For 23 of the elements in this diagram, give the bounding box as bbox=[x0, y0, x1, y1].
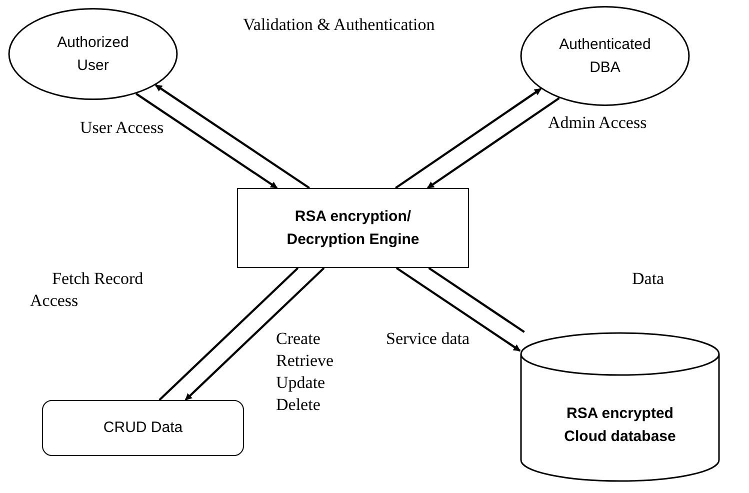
node-label: Authorized User bbox=[56, 32, 130, 76]
arrow bbox=[135, 92, 278, 189]
text-label: Validation & Authentication bbox=[243, 14, 435, 36]
arrow bbox=[394, 88, 542, 189]
data-box bbox=[42, 400, 244, 456]
actor-ellipse bbox=[520, 6, 690, 106]
arrow bbox=[184, 267, 325, 401]
arrow bbox=[426, 97, 560, 189]
text-label: Fetch Record Access bbox=[30, 268, 144, 312]
text-label: Data bbox=[632, 268, 664, 290]
arrow bbox=[154, 84, 310, 189]
text-label: User Access bbox=[80, 117, 164, 139]
node-label: RSA encrypted Cloud database bbox=[563, 404, 677, 447]
database-cylinder bbox=[520, 332, 720, 482]
text-label: Admin Access bbox=[548, 112, 647, 134]
text-label: Service data bbox=[386, 328, 470, 350]
arrow bbox=[396, 267, 521, 352]
actor-ellipse bbox=[8, 8, 178, 100]
node-label: CRUD Data bbox=[103, 418, 183, 438]
text-label: Create Retrieve Update Delete bbox=[276, 328, 335, 416]
node-label: RSA encryption/ Decryption Engine bbox=[286, 206, 420, 250]
node-label: Authenticated DBA bbox=[559, 34, 651, 78]
process-box bbox=[237, 188, 469, 268]
